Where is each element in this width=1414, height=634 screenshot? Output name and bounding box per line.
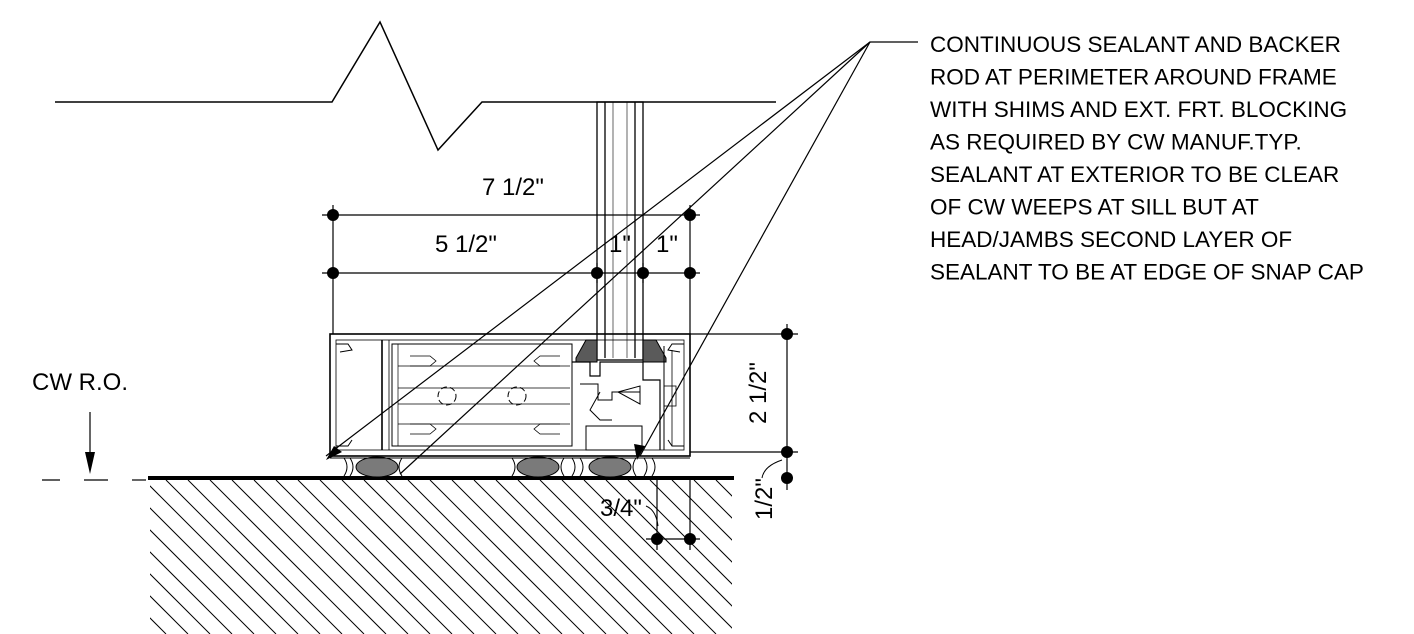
glazing-gasket-left — [575, 339, 598, 363]
leader-arrow-2 — [634, 444, 645, 460]
general-note: CONTINUOUS SEALANT AND BACKER ROD AT PERI… — [930, 32, 1364, 285]
dim-shim-gap-label: 1/2" — [751, 478, 778, 520]
backer-rods — [355, 456, 632, 478]
leader-arrow-1 — [326, 446, 342, 460]
glass-panel — [596, 101, 644, 361]
note-line: SEALANT AT EXTERIOR TO BE CLEAR — [930, 162, 1339, 187]
dim-dot — [591, 267, 603, 279]
note-line: WITH SHIMS AND EXT. FRT. BLOCKING — [930, 97, 1347, 122]
dim-glass-offset-1-label: 1" — [609, 231, 631, 258]
note-leaders — [325, 41, 918, 475]
slab-hatch — [150, 480, 732, 634]
cw-ro-arrow-head — [85, 452, 95, 474]
dim-dot — [327, 267, 339, 279]
dim-dot — [684, 267, 696, 279]
dim-dot — [327, 209, 339, 221]
dim-dot — [781, 446, 793, 458]
dim-glass-offset-2-label: 1" — [656, 231, 678, 258]
note-line: OF CW WEEPS AT SILL BUT AT — [930, 195, 1259, 220]
break-line — [55, 20, 776, 152]
dim-edge-setback-label: 3/4" — [600, 495, 642, 522]
cw-ro-label: CW R.O. — [32, 369, 128, 396]
sealant-arcs — [330, 457, 690, 477]
dim-overall-width-label: 7 1/2" — [482, 174, 544, 201]
cw-sill-frame — [329, 333, 691, 457]
note-line: ROD AT PERIMETER AROUND FRAME — [930, 65, 1337, 90]
dim-dot — [684, 533, 696, 545]
dim-dot — [651, 533, 663, 545]
dim-inner-width-label: 5 1/2" — [435, 231, 497, 258]
dim-shim-gap-leader — [761, 459, 783, 479]
dim-dot — [781, 328, 793, 340]
note-line: SEALANT TO BE AT EDGE OF SNAP CAP — [930, 260, 1364, 285]
dim-dot — [684, 209, 696, 221]
dim-dot — [637, 267, 649, 279]
dim-dot — [781, 472, 793, 484]
glazing-gasket-right — [642, 339, 667, 363]
dim-frame-height-label: 2 1/2" — [745, 362, 772, 424]
note-line: HEAD/JAMBS SECOND LAYER OF — [930, 227, 1292, 252]
dim-frame-height — [690, 324, 798, 490]
note-line: AS REQUIRED BY CW MANUF.TYP. — [930, 130, 1302, 155]
note-line: CONTINUOUS SEALANT AND BACKER — [930, 32, 1341, 57]
